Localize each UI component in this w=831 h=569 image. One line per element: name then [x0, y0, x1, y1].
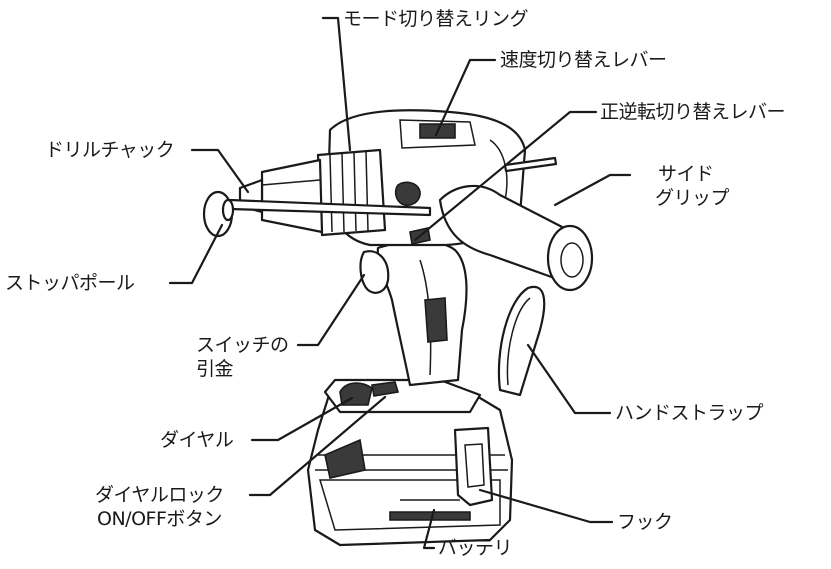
- leader-stopper-pole: [168, 223, 224, 285]
- label-drill-chuck: ドリルチャック: [45, 139, 175, 161]
- leader-side-grip: [553, 173, 632, 207]
- label-side-grip-line-2: グリップ: [655, 187, 730, 209]
- label-side-grip: サイド グリップ: [655, 162, 730, 210]
- label-dial-lock-line-2: ON/OFFボタン: [97, 508, 222, 530]
- handle: [359, 240, 468, 387]
- label-hook: フック: [617, 511, 673, 533]
- leader-speed-lever: [434, 58, 497, 137]
- leader-dial-lock: [248, 395, 387, 497]
- label-trigger-line-1: スイッチの: [196, 334, 289, 356]
- label-trigger: スイッチの 引金: [196, 333, 289, 381]
- leader-mode-ring: [321, 16, 352, 152]
- side-grip: [438, 156, 594, 292]
- label-speed-lever: 速度切り替えレバー: [500, 49, 667, 71]
- stopper-pole: [202, 190, 432, 238]
- label-dial-lock-line-1: ダイヤルロック: [95, 484, 224, 506]
- label-dial-lock: ダイヤルロック ON/OFFボタン: [95, 483, 224, 531]
- leader-hook: [478, 488, 614, 524]
- leader-battery: [422, 508, 436, 550]
- leader-hand-strap: [526, 343, 612, 415]
- leader-drill-chuck: [190, 148, 250, 194]
- leader-reverse-lever: [413, 110, 598, 242]
- leader-dial: [250, 396, 354, 442]
- label-stopper-pole: ストッパポール: [5, 272, 135, 294]
- label-mode-ring: モード切り替えリング: [343, 8, 529, 30]
- label-battery: バッテリ: [438, 537, 513, 559]
- label-hand-strap: ハンドストラップ: [615, 402, 764, 424]
- label-trigger-line-2: 引金: [196, 358, 234, 380]
- label-dial: ダイヤル: [160, 429, 234, 451]
- hook: [453, 426, 494, 507]
- label-reverse-lever: 正逆転切り替えレバー: [600, 101, 786, 123]
- dial-area: [323, 378, 482, 414]
- hand-strap: [497, 285, 546, 397]
- leader-trigger: [296, 273, 366, 347]
- chuck-assembly: [238, 148, 387, 237]
- label-side-grip-line-1: サイド: [658, 163, 714, 185]
- leader-lines: [168, 16, 632, 550]
